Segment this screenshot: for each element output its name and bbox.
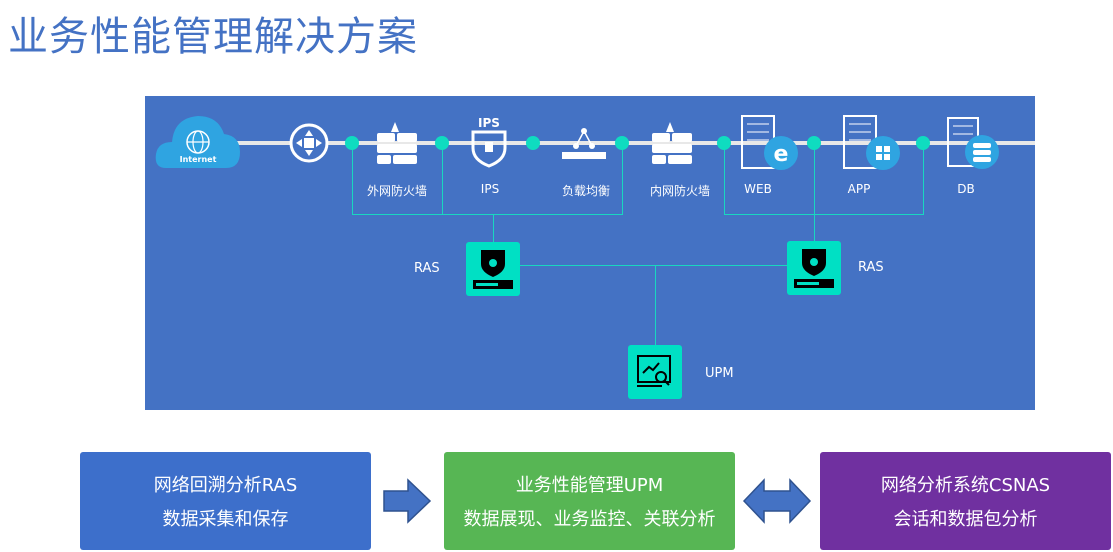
box-title: 业务性能管理UPM (515, 475, 664, 496)
app-server-icon (843, 115, 900, 170)
upm-label: UPM (705, 366, 734, 381)
ras-shield-icon (794, 249, 834, 288)
ips-shield-icon: IPS (471, 116, 507, 168)
node-label: 负载均衡 (561, 184, 611, 198)
node-label: IPS (480, 182, 500, 196)
connector-line (352, 214, 623, 215)
svg-text:e: e (774, 142, 789, 167)
connector-line (655, 265, 656, 345)
router-icon (289, 123, 329, 163)
right-arrow-icon (383, 478, 432, 524)
web-server-icon: e (741, 115, 798, 170)
ras-left-label: RAS (414, 261, 440, 276)
connector-line (493, 214, 494, 242)
ras-right-device (787, 241, 841, 295)
tap-point (345, 136, 359, 150)
connector-line (622, 143, 623, 214)
box-subtitle: 数据展现、业务监控、关联分析 (463, 509, 716, 530)
node-label: DB (957, 182, 975, 196)
tap-point (615, 136, 629, 150)
upm-summary-box: 业务性能管理UPM 数据展现、业务监控、关联分析 (444, 452, 735, 550)
upm-device (628, 345, 682, 399)
page-title: 业务性能管理解决方案 (8, 14, 418, 60)
ips-badge: IPS (478, 116, 500, 130)
connector-line (923, 143, 924, 214)
tap-point (807, 136, 821, 150)
ras-right-label: RAS (858, 260, 884, 275)
csnas-summary-box: 网络分析系统CSNAS 会话和数据包分析 (820, 452, 1111, 550)
tap-point (717, 136, 731, 150)
outer-firewall-icon (377, 122, 417, 164)
node-label: APP (847, 182, 871, 196)
node-label: 内网防火墙 (649, 184, 711, 198)
ras-shield-icon (473, 250, 513, 289)
connector-line (724, 214, 924, 215)
internet-label: Internet (180, 155, 217, 164)
tap-point (526, 136, 540, 150)
load-balancer-icon (562, 128, 606, 159)
node-label: 外网防火墙 (366, 184, 428, 198)
box-title: 网络回溯分析RAS (153, 475, 298, 496)
connector-line (814, 143, 815, 242)
connector-line (352, 143, 353, 214)
connector-line (520, 265, 787, 266)
tap-point (435, 136, 449, 150)
double-arrow-icon (742, 478, 812, 524)
connector-line (724, 143, 725, 214)
connector-line (442, 143, 443, 214)
ras-left-device (466, 242, 520, 296)
tap-point (916, 136, 930, 150)
inner-firewall-icon (652, 122, 692, 164)
db-server-icon (947, 117, 999, 169)
box-subtitle: 数据采集和保存 (162, 509, 289, 530)
backbone-line (230, 141, 1035, 145)
box-subtitle: 会话和数据包分析 (893, 509, 1038, 530)
node-label: WEB (744, 182, 772, 196)
box-title: 网络分析系统CSNAS (880, 475, 1051, 496)
ras-summary-box: 网络回溯分析RAS 数据采集和保存 (80, 452, 371, 550)
internet-cloud-icon: Internet (155, 116, 240, 168)
monitor-search-icon (637, 355, 671, 387)
